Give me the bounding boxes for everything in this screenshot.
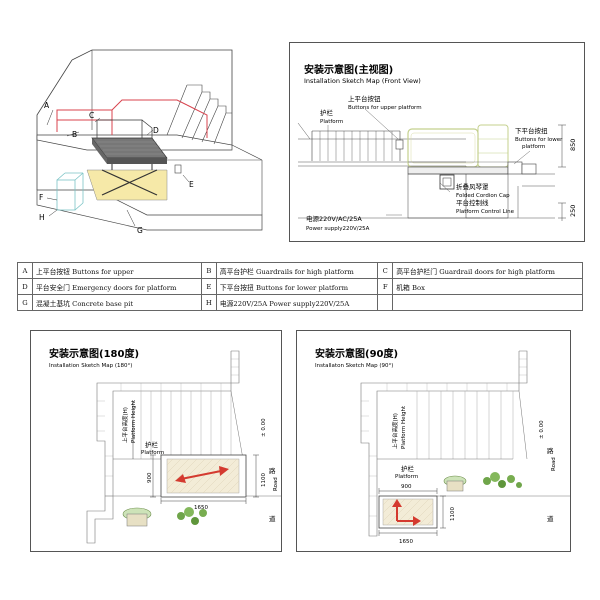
- guardrail-label-cn: 护栏: [401, 464, 415, 473]
- control-line-label-en: Platform Control Line: [456, 209, 515, 215]
- legend-key: A: [17, 262, 33, 279]
- legend-value: 混凝土基坑 Concrete base pit: [32, 294, 202, 311]
- road-label-cn2: 道: [547, 514, 554, 523]
- guardrail-label-cn: 护栏: [320, 108, 334, 117]
- upper-button-box: [395, 139, 404, 150]
- legend-row: G 混凝土基坑 Concrete base pit H 电源220V/25A P…: [17, 294, 583, 311]
- lower-button-label-cn: 下平台按扭: [515, 126, 548, 135]
- view-90-title: 安装示意图(90度): [315, 347, 398, 360]
- road-label-cn1: 路: [269, 466, 276, 475]
- road-label-en: Road: [273, 477, 279, 491]
- legend-value: 高平台护栏 Guardrails for high platform: [215, 262, 379, 279]
- legend-value: 高平台护栏门 Guardrail doors for high platform: [392, 262, 583, 279]
- upper-guardrail: [311, 130, 401, 161]
- scissor-mechanism: [86, 164, 168, 201]
- folded-cordion-cap: [439, 174, 455, 190]
- planter-decoration: [122, 507, 207, 527]
- view-180-subtitle: Installation Sketch Map (180°): [49, 363, 132, 369]
- fold-cap-label-en: Folded Cordion Cap: [456, 193, 510, 199]
- callout-b: B: [72, 130, 77, 139]
- lower-button-post: [507, 161, 523, 175]
- upper-button-label-cn: 上平台按钮: [348, 94, 381, 103]
- front-view-subtitle: Installation Sketch Map (Front View): [304, 77, 421, 85]
- pit-outline: [407, 173, 509, 219]
- legend-value: 下平台按扭 Buttons for lower platform: [215, 278, 379, 295]
- callout-e: E: [189, 180, 194, 189]
- legend-table: A 上平台按钮 Buttons for upper B 高平台护栏 Guardr…: [17, 262, 583, 311]
- fold-cap-label-cn: 折叠风琴罩: [456, 182, 489, 191]
- callout-c: C: [89, 111, 94, 120]
- legend-value: [392, 294, 583, 311]
- lower-button-label-en2: platform: [522, 144, 545, 150]
- platform-plan: [160, 454, 247, 498]
- dim-900: 900: [147, 472, 153, 483]
- lower-button-label-en1: Buttons for lower: [515, 137, 563, 143]
- callout-f: F: [39, 193, 43, 202]
- height-label-en: Platform Height: [131, 399, 137, 443]
- legend-value: 机箱 Box: [392, 278, 583, 295]
- front-view-panel: 安装示意图(主视图) Installation Sketch Map (Fron…: [289, 42, 585, 242]
- legend-key: E: [200, 278, 217, 295]
- legend-key: [377, 294, 394, 311]
- lift-deck: [407, 166, 509, 175]
- legend-key: D: [17, 278, 33, 295]
- guardrail-label-en: Platform: [320, 119, 343, 125]
- stairs: [416, 391, 514, 459]
- road-label-cn2: 道: [269, 514, 276, 523]
- height-label-cn: 上平台高度(H): [391, 413, 399, 449]
- dim-850: 850: [569, 139, 577, 151]
- staircase: [166, 84, 232, 145]
- legend-key: B: [200, 262, 217, 279]
- planter-decoration: [443, 472, 522, 492]
- legend-value: 电源220V/25A Power supply220V/25A: [215, 294, 379, 311]
- legend-row: A 上平台按钮 Buttons for upper B 高平台护栏 Guardr…: [17, 262, 583, 279]
- view-90-panel: 安装示意图(90度) Installaton Sketch Map (90°): [296, 330, 571, 552]
- height-label-en: Platform Height: [401, 405, 407, 449]
- front-view-title: 安装示意图(主视图): [304, 63, 393, 76]
- callout-g: G: [137, 226, 143, 235]
- lower-button-box: [174, 164, 182, 174]
- legend-row: D 平台安全门 Emergency doors for platform E 下…: [17, 278, 583, 295]
- guardrail-label-en: Platform: [141, 450, 164, 456]
- legend-key: C: [377, 262, 394, 279]
- platform-plan: [378, 495, 438, 529]
- dim-1100: 1100: [450, 507, 456, 521]
- dim-1650: 1650: [194, 505, 208, 511]
- road-label-en: Road: [551, 457, 557, 471]
- legend-key: G: [17, 294, 33, 311]
- isometric-view: A B C D E F G H: [36, 49, 263, 235]
- view-180-panel: 安装示意图(180度) Installation Sketch Map (180…: [30, 330, 282, 552]
- power-label-en: Power supply220V/25A: [306, 226, 370, 232]
- power-label-cn: 电源220V/AC/25A: [306, 214, 362, 223]
- legend-key: H: [200, 294, 217, 311]
- dim-1650: 1650: [399, 539, 413, 545]
- callout-d: D: [153, 126, 159, 135]
- height-label-cn: 上平台高度(H): [121, 407, 129, 443]
- dim-900: 900: [401, 484, 412, 490]
- brick-wall: [86, 350, 240, 544]
- guardrail-label-en: Platform: [395, 474, 418, 480]
- control-box: [56, 172, 84, 211]
- upper-button-label-en: Buttons for upper platform: [348, 105, 422, 111]
- stairs: [140, 391, 232, 459]
- legend-value: 平台安全门 Emergency doors for platform: [32, 278, 202, 295]
- dim-250: 250: [569, 205, 577, 217]
- guardrail-label-cn: 护栏: [145, 440, 159, 449]
- callout-h: H: [39, 213, 45, 222]
- dim-1100: 1100: [261, 473, 267, 487]
- lift-guardrail: [407, 124, 509, 168]
- guardrails-high-platform: [56, 99, 208, 138]
- road-label-cn1: 路: [547, 446, 554, 455]
- level-mark: ± 0.00: [261, 418, 267, 437]
- callout-a: A: [44, 101, 50, 110]
- legend-key: F: [377, 278, 394, 295]
- lift-platform: [91, 119, 168, 164]
- control-line-label-cn: 平台控制线: [456, 198, 489, 207]
- view-90-subtitle: Installaton Sketch Map (90°): [315, 363, 393, 369]
- legend-value: 上平台按钮 Buttons for upper: [32, 262, 202, 279]
- view-180-title: 安装示意图(180度): [49, 347, 139, 360]
- level-mark: ± 0.00: [539, 420, 545, 439]
